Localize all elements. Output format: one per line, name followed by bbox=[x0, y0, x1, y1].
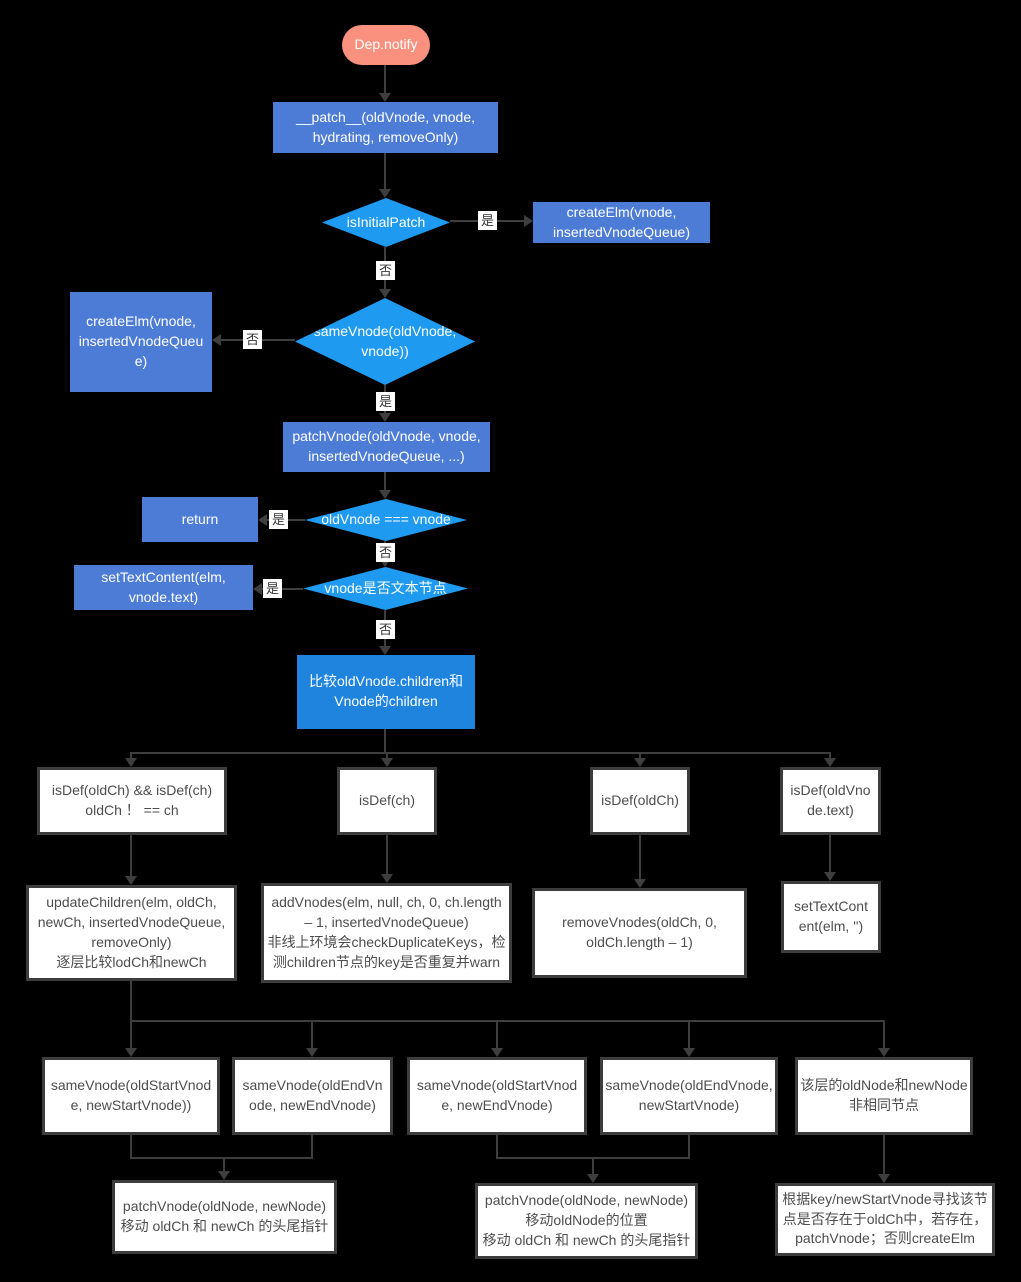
arrowhead-icon bbox=[306, 1048, 318, 1057]
arrowhead-icon bbox=[379, 93, 391, 102]
node-set-text-content-2: setTextCont ent(elm, '') bbox=[781, 881, 881, 953]
label-yes: 是 bbox=[478, 211, 497, 230]
arrowhead-icon bbox=[491, 1048, 503, 1057]
node-add-vnodes: addVnodes(elm, null, ch, 0, ch.length – … bbox=[261, 883, 512, 983]
node-compare-children: 比较oldVnode.children和 Vnode的children bbox=[297, 655, 475, 729]
connector-line bbox=[130, 752, 132, 760]
label-no: 否 bbox=[376, 261, 395, 280]
arrowhead-icon bbox=[587, 1174, 599, 1183]
connector-line bbox=[130, 835, 132, 877]
connector-line bbox=[130, 1157, 313, 1159]
connector-line bbox=[829, 752, 831, 760]
connector-line bbox=[386, 835, 388, 875]
node-same-start-start: sameVnode(oldStartVnod e, newStartVnode)… bbox=[42, 1057, 220, 1135]
connector-line bbox=[688, 1135, 690, 1159]
node-patch: __patch__(oldVnode, vnode, hydrating, re… bbox=[273, 102, 498, 153]
node-not-same: 该层的oldNode和newNode 非相同节点 bbox=[795, 1057, 973, 1135]
arrowhead-icon bbox=[125, 876, 137, 885]
node-cond-both: isDef(oldCh) && isDef(ch) oldCh ！ == ch bbox=[37, 767, 227, 835]
connector-line bbox=[384, 729, 386, 753]
connector-line bbox=[883, 1135, 885, 1175]
node-cond-oldch: isDef(oldCh) bbox=[590, 767, 690, 835]
arrowhead-icon bbox=[824, 872, 836, 881]
arrowhead-icon bbox=[253, 583, 262, 595]
connector-line bbox=[130, 1135, 132, 1159]
arrowhead-icon bbox=[634, 758, 646, 767]
node-old-eq-vnode: oldVnode === vnode bbox=[305, 499, 467, 541]
arrowhead-icon bbox=[379, 558, 391, 567]
node-same-end-end: sameVnode(oldEndVn ode, newEndVnode) bbox=[232, 1057, 393, 1135]
connector-line bbox=[131, 1020, 885, 1022]
node-dep-notify: Dep.notify bbox=[342, 25, 430, 65]
connector-line bbox=[130, 1020, 132, 1049]
label-no: 否 bbox=[376, 543, 395, 562]
arrowhead-icon bbox=[125, 1048, 137, 1057]
label-yes: 是 bbox=[269, 510, 288, 529]
arrowhead-icon bbox=[683, 1048, 695, 1057]
node-update-children: updateChildren(elm, oldCh, newCh, insert… bbox=[26, 885, 237, 981]
node-same-start-end: sameVnode(oldStartVnod e, newEndVnode) bbox=[407, 1057, 587, 1135]
node-cond-ch: isDef(ch) bbox=[337, 767, 437, 835]
connector-line bbox=[688, 1020, 690, 1049]
connector-line bbox=[384, 65, 386, 93]
node-return: return bbox=[142, 497, 258, 542]
arrowhead-icon bbox=[258, 514, 267, 526]
node-patch-move-1: patchVnode(oldNode, newNode) 移动 oldCh 和 … bbox=[112, 1180, 337, 1254]
label-no: 否 bbox=[243, 330, 262, 349]
node-set-text-content: setTextContent(elm, vnode.text) bbox=[74, 565, 253, 610]
node-create-elm-right: createElm(vnode, insertedVnodeQueue) bbox=[533, 202, 710, 243]
arrowhead-icon bbox=[379, 490, 391, 499]
connector-line bbox=[131, 752, 831, 754]
connector-line bbox=[130, 981, 132, 1021]
connector-line bbox=[883, 1020, 885, 1049]
arrowhead-icon bbox=[379, 289, 391, 298]
connector-line bbox=[223, 1157, 225, 1172]
arrowhead-icon bbox=[524, 215, 533, 227]
arrowhead-icon bbox=[379, 189, 391, 198]
connector-line bbox=[311, 1135, 313, 1159]
label-yes: 是 bbox=[376, 392, 395, 411]
node-find-by-key: 根据key/newStartVnode寻找该节 点是否存在于oldCh中，若存在… bbox=[775, 1183, 995, 1256]
arrowhead-icon bbox=[212, 334, 221, 346]
node-is-initial-patch: isInitialPatch bbox=[322, 198, 450, 247]
connector-line bbox=[829, 835, 831, 873]
arrowhead-icon bbox=[379, 646, 391, 655]
node-patch-move-2: patchVnode(oldNode, newNode) 移动oldNode的位… bbox=[475, 1183, 698, 1259]
arrowhead-icon bbox=[878, 1048, 890, 1057]
arrowhead-icon bbox=[824, 758, 836, 767]
arrowhead-icon bbox=[381, 874, 393, 883]
arrowhead-icon bbox=[125, 758, 137, 767]
arrowhead-icon bbox=[379, 413, 391, 422]
connector-line bbox=[496, 1020, 498, 1049]
node-same-end-start: sameVnode(oldEndVnode, newStartVnode) bbox=[600, 1057, 778, 1135]
connector-line bbox=[592, 1157, 594, 1175]
node-same-vnode: sameVnode(oldVnode, vnode)) bbox=[295, 298, 475, 385]
label-yes: 是 bbox=[263, 579, 282, 598]
node-remove-vnodes: removeVnodes(oldCh, 0, oldCh.length – 1) bbox=[532, 888, 747, 978]
arrowhead-icon bbox=[878, 1174, 890, 1183]
connector-line bbox=[384, 153, 386, 190]
arrowhead-icon bbox=[634, 879, 646, 888]
arrowhead-icon bbox=[381, 758, 393, 767]
connector-line bbox=[386, 752, 388, 760]
node-cond-oldtext: isDef(oldVno de.text) bbox=[780, 767, 881, 835]
connector-line bbox=[639, 835, 641, 880]
arrowhead-icon bbox=[218, 1171, 230, 1180]
connector-line bbox=[311, 1020, 313, 1049]
connector-line bbox=[639, 752, 641, 760]
connector-line bbox=[262, 588, 303, 590]
label-no: 否 bbox=[376, 620, 395, 639]
node-create-elm-left: createElm(vnode, insertedVnodeQueu e) bbox=[70, 292, 212, 392]
connector-line bbox=[496, 1135, 498, 1159]
connector-line bbox=[384, 472, 386, 491]
node-patch-vnode: patchVnode(oldVnode, vnode, insertedVnod… bbox=[283, 422, 490, 472]
node-is-text-node: vnode是否文本节点 bbox=[303, 567, 468, 610]
